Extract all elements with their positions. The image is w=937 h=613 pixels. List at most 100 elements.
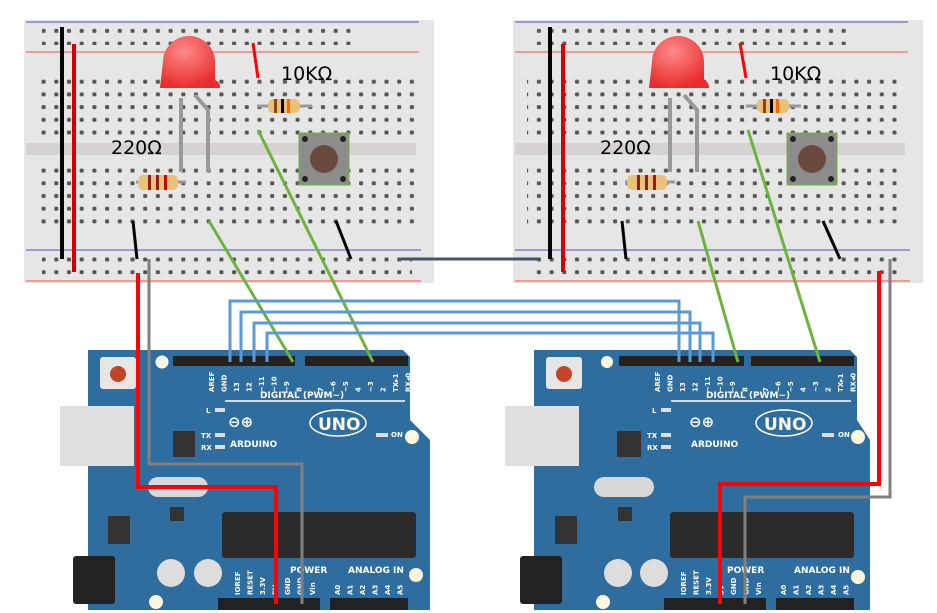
button-pin [828, 136, 834, 142]
digital-header-low [305, 356, 408, 366]
pin-label: IOREF [234, 571, 242, 595]
mounting-hole [851, 430, 865, 444]
resistor-band [653, 175, 656, 190]
resistor-220-label: 220Ω [111, 137, 162, 159]
pin-label: ~5 [787, 381, 795, 392]
analog-header-label: ANALOG IN [794, 566, 850, 576]
wire-gnd-left [147, 259, 304, 604]
pin-label: ~10 [271, 376, 279, 392]
usb-port [505, 406, 579, 466]
pin-label: 13 [233, 382, 241, 392]
wire-pin12-link [239, 310, 692, 362]
wire-led-pin9-right [696, 220, 740, 363]
pin-label: A2 [359, 585, 367, 595]
pin-label: ~5 [342, 381, 350, 392]
resistor-band [287, 99, 290, 113]
mounting-hole [596, 595, 610, 609]
usb-port [60, 406, 134, 466]
pin-label: 2 [825, 387, 833, 392]
pin-label: A3 [372, 585, 380, 595]
led-label-tx: TX [201, 432, 212, 440]
pin-label: 13 [679, 382, 687, 392]
pin-label: A4 [384, 585, 392, 595]
breadboard-right [513, 20, 923, 283]
led-tx [661, 433, 671, 437]
push-button-cap [798, 145, 826, 173]
pin-label: 12 [692, 382, 700, 392]
pin-label: RX◂0 [850, 373, 858, 392]
rail-holes-bottom [531, 251, 901, 277]
pin-label: A0 [334, 585, 342, 595]
wire-5v-left [136, 273, 278, 604]
led-label-tx: TX [647, 432, 658, 440]
pin-label: IOREF [680, 571, 688, 595]
led-on [376, 433, 388, 437]
arduino-logo: ⊖⊕ [228, 413, 253, 431]
center-channel [26, 143, 416, 155]
arduino-logo: ⊖⊕ [689, 413, 714, 431]
resistor-band [156, 175, 159, 190]
digital-header-high [173, 356, 295, 366]
wire-gnd-jumper [334, 220, 353, 260]
pin-label: A0 [780, 585, 788, 595]
led-label-on: ON [391, 431, 403, 439]
resistor-band [274, 99, 277, 113]
digital-header-low [751, 356, 854, 366]
led-label-rx: RX [201, 444, 212, 452]
brand-label: ARDUINO [230, 440, 278, 450]
digital-header-label: DIGITAL (PWM~) [260, 391, 344, 401]
terminal-holes-top [527, 73, 905, 138]
pin-label: GND [667, 374, 675, 392]
capacitor [194, 559, 222, 587]
pin-label: TX▸1 [837, 373, 845, 392]
led-rx [661, 445, 671, 449]
pin-label: A1 [347, 585, 355, 595]
wire-5v-right [718, 271, 881, 604]
usb-chip [617, 431, 641, 457]
model-label: UNO [318, 415, 360, 435]
resistor-band [763, 99, 766, 113]
resistor-220-label: 220Ω [600, 137, 651, 159]
small-chip [170, 507, 184, 521]
terminal-holes-top [38, 73, 416, 138]
resistor-band [645, 175, 648, 190]
pin-label: RX◂0 [405, 373, 413, 392]
arduino-uno-left: DIGITAL (PWM~) ⊖⊕ ARDUINO UNO POWER ANAL… [60, 350, 430, 610]
mounting-hole [405, 430, 419, 444]
wire-5v-jumper [251, 42, 260, 79]
digital-header-high [619, 356, 744, 366]
pin-label: GND [284, 577, 292, 595]
capacitor [604, 559, 632, 587]
mounting-hole [149, 595, 163, 609]
atmega-chip [222, 512, 416, 558]
button-pin [790, 176, 796, 182]
crystal [594, 477, 654, 497]
pin-label: ~3 [367, 381, 375, 392]
pin-label: 8 [296, 387, 304, 392]
wires [136, 129, 892, 604]
pin-label: 7 [317, 387, 325, 392]
resistor-band [776, 99, 779, 113]
pin-label: ~10 [717, 376, 725, 392]
analog-header [330, 598, 408, 610]
pin-label: 8 [742, 387, 750, 392]
pin-label: ~9 [283, 381, 291, 392]
voltage-regulator [108, 516, 130, 544]
button-pin [790, 136, 796, 142]
reset-button-cap [556, 366, 572, 382]
led-leg-cathode [682, 93, 699, 172]
resistor-band [148, 175, 151, 190]
pin-label: ~11 [258, 376, 266, 392]
wire-gnd-jumper [131, 220, 139, 260]
led-label-rx: RX [647, 444, 658, 452]
pin-label: ~6 [775, 381, 783, 392]
led [160, 36, 220, 88]
pin-label: A4 [830, 585, 838, 595]
pin-label: RESET [247, 570, 255, 595]
pin-label: A3 [818, 585, 826, 595]
pin-label: 3.3V [705, 577, 713, 595]
pin-label: A2 [805, 585, 813, 595]
